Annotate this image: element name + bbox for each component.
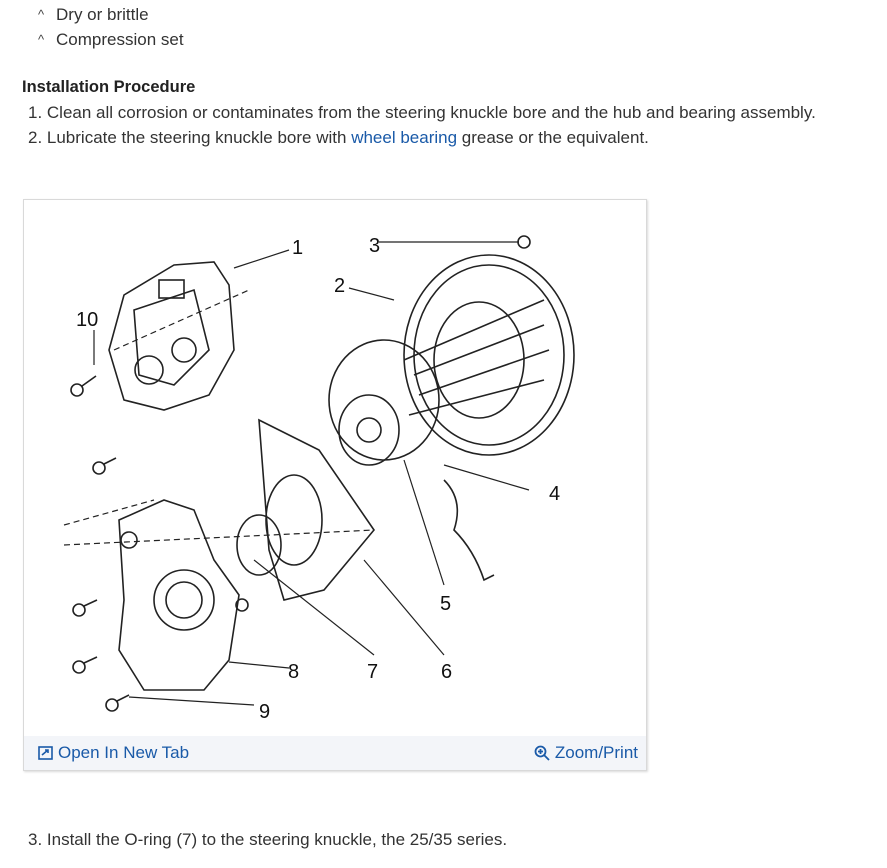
step-3: 3. Install the O-ring (7) to the steerin…	[28, 830, 508, 849]
exploded-diagram: 1 2 3 4 5 6 7 8 9 10	[63, 235, 575, 723]
callout-6: 6	[441, 661, 452, 683]
zoom-print-button[interactable]: Zoom/Print	[534, 743, 638, 763]
callout-7: 7	[367, 661, 378, 683]
step-2: 2. Lubricate the steering knuckle bore w…	[28, 125, 816, 150]
open-new-tab-icon	[38, 746, 53, 760]
open-new-tab-button[interactable]: Open In New Tab	[38, 743, 189, 763]
callout-3: 3	[369, 235, 380, 257]
figure-panel: 1 2 3 4 5 6 7 8 9 10 Open In New Tab Zoo…	[23, 199, 647, 771]
callout-9: 9	[259, 701, 270, 723]
figure-toolbar: Open In New Tab Zoom/Print	[24, 736, 646, 770]
callout-5: 5	[440, 593, 451, 615]
callout-1: 1	[292, 237, 303, 259]
caret-up-icon: ^	[38, 32, 45, 47]
bullet-list: ^ Dry or brittle ^ Compression set	[38, 2, 184, 52]
callout-4: 4	[549, 483, 560, 505]
callout-2: 2	[334, 275, 345, 297]
callout-10: 10	[76, 309, 98, 331]
zoom-print-label: Zoom/Print	[554, 743, 638, 762]
step-2-text: 2. Lubricate the steering knuckle bore w…	[28, 128, 352, 147]
leader-line	[233, 249, 290, 269]
bullet-item: ^ Compression set	[38, 27, 184, 52]
callout-8: 8	[288, 661, 299, 683]
zoom-icon	[534, 745, 550, 761]
bullet-text: Dry or brittle	[56, 5, 149, 24]
wheel-bearing-link[interactable]: wheel bearing	[351, 128, 458, 147]
step-2-text-end: grease or the equivalent.	[457, 128, 649, 147]
bullet-item: ^ Dry or brittle	[38, 2, 184, 27]
bullet-text: Compression set	[56, 30, 184, 49]
step-1: 1. Clean all corrosion or contaminates f…	[28, 103, 816, 122]
step-list: 1. Clean all corrosion or contaminates f…	[28, 100, 816, 150]
caret-up-icon: ^	[38, 7, 45, 22]
section-title: Installation Procedure	[22, 78, 196, 96]
open-new-tab-label: Open In New Tab	[58, 743, 190, 762]
